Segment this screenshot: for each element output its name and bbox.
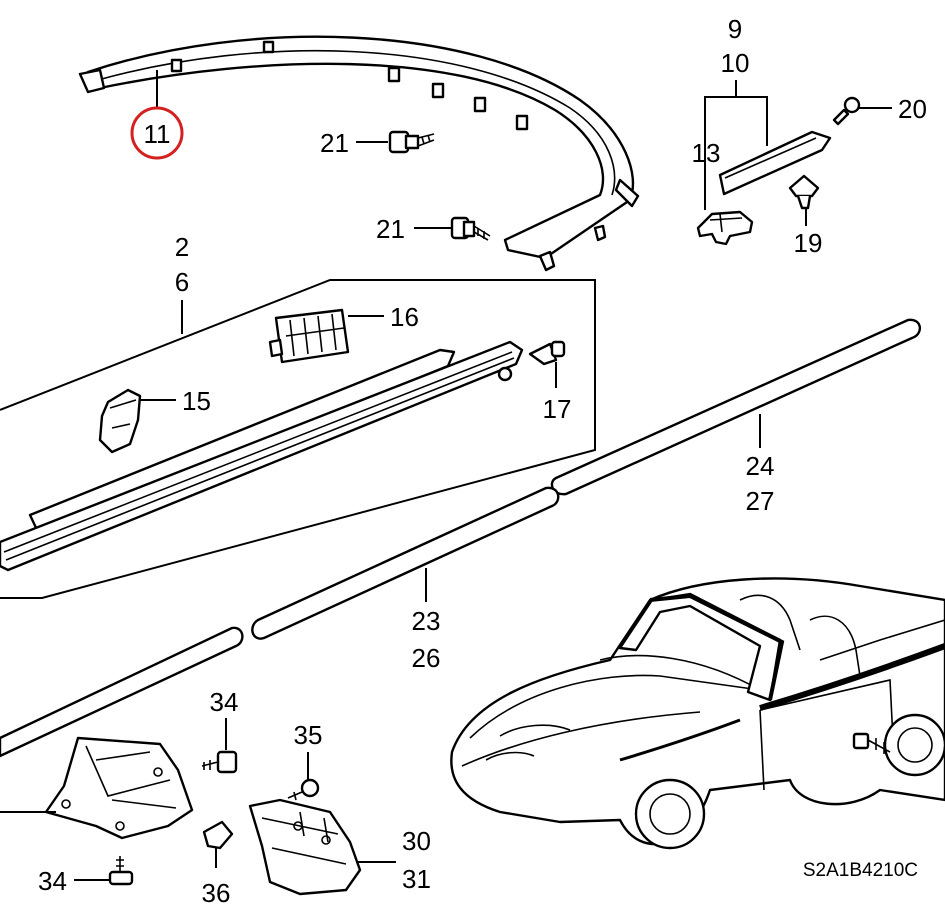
callout-31[interactable]: 31: [402, 864, 431, 894]
callout-6[interactable]: 6: [175, 267, 189, 297]
clip-part-36[interactable]: [202, 820, 234, 850]
callout-9[interactable]: 9: [728, 14, 742, 44]
screw-part-34-lower[interactable]: [108, 856, 134, 886]
weatherstrip-part-2-6[interactable]: [0, 340, 524, 572]
highlight-circle-11: [130, 106, 184, 160]
side-molding-part-23-26[interactable]: [0, 486, 560, 758]
group-outline-2-6: [0, 279, 596, 599]
callout-36[interactable]: 36: [202, 878, 231, 908]
callout-13[interactable]: 13: [692, 138, 721, 168]
callout-27[interactable]: 27: [746, 486, 775, 516]
callout-21-upper[interactable]: 21: [320, 128, 349, 158]
screw-part-34-upper[interactable]: [201, 750, 238, 774]
side-molding-part-24-27[interactable]: [550, 318, 921, 496]
car-illustration: [450, 577, 945, 850]
lower-bracket-part[interactable]: [44, 736, 194, 840]
callout-11[interactable]: 11: [144, 119, 171, 149]
clip-part-16[interactable]: [268, 308, 350, 364]
callout-23[interactable]: 23: [412, 606, 441, 636]
callout-2[interactable]: 2: [175, 232, 189, 262]
diagram-code: S2A1B4210C: [803, 860, 918, 881]
clip-part-19[interactable]: [788, 174, 820, 210]
callout-15[interactable]: 15: [182, 386, 211, 416]
callout-34-lower[interactable]: 34: [38, 866, 67, 896]
callout-17[interactable]: 17: [543, 394, 572, 424]
bolt-part-21-lower[interactable]: [450, 216, 491, 241]
bracket-part-13[interactable]: [696, 210, 754, 246]
bolt-part-21-upper[interactable]: [388, 130, 435, 154]
clip-part-15[interactable]: [98, 388, 142, 454]
callout-10[interactable]: 10: [721, 48, 750, 78]
callout-26[interactable]: 26: [412, 643, 441, 673]
screw-part-20[interactable]: [832, 96, 861, 126]
bracket-9-10: [704, 80, 768, 210]
callout-30[interactable]: 30: [402, 826, 431, 856]
callout-24[interactable]: 24: [746, 451, 775, 481]
callout-16[interactable]: 16: [390, 302, 419, 332]
callout-35[interactable]: 35: [294, 720, 323, 750]
callout-20[interactable]: 20: [898, 94, 927, 124]
mudguard-part-30-31[interactable]: [248, 798, 362, 896]
windshield-molding-part-11[interactable]: [78, 35, 640, 272]
callout-21-lower[interactable]: 21: [376, 214, 405, 244]
clip-part-17[interactable]: [528, 340, 566, 366]
garnish-part-9-10[interactable]: [718, 130, 832, 196]
callout-34-upper[interactable]: 34: [210, 687, 239, 717]
screw-part-35[interactable]: [287, 778, 320, 801]
callout-19[interactable]: 19: [794, 228, 823, 258]
